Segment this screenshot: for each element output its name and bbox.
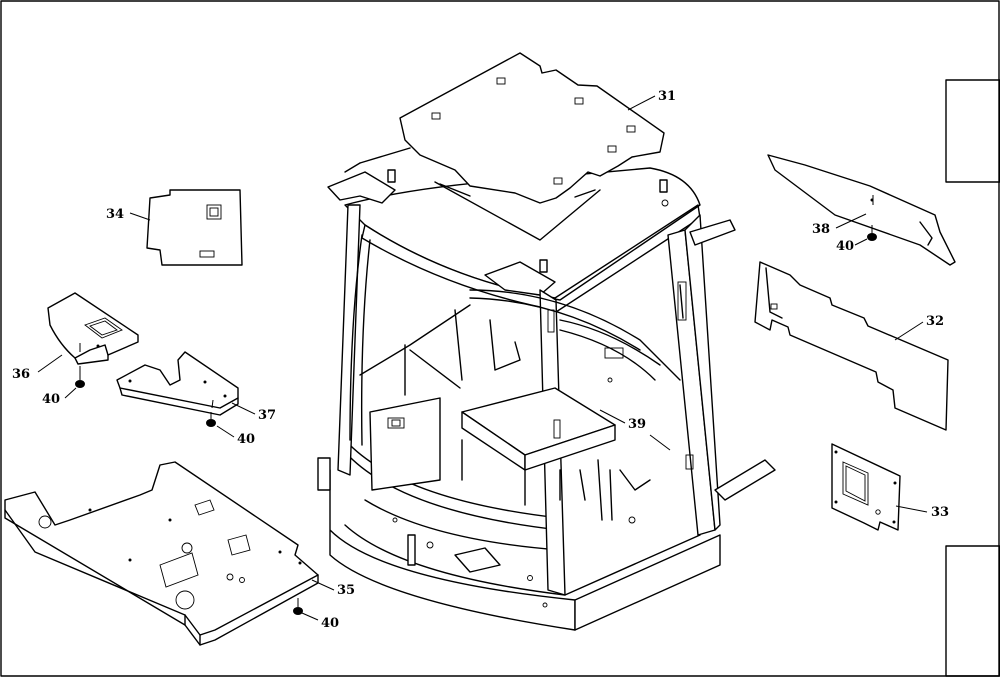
part-35-floor-plate (4, 461, 319, 646)
callout-40-floor: 40 (321, 616, 339, 631)
callout-36: 36 (12, 367, 30, 382)
callout-34: 34 (106, 207, 124, 222)
part-32-side-panel (754, 261, 949, 431)
callout-37: 37 (258, 408, 276, 423)
callout-32: 32 (926, 314, 944, 329)
callout-labels: 31 32 33 34 35 36 37 38 39 40 40 40 40 (12, 89, 949, 631)
part-36-corner-plate (47, 292, 139, 365)
bolt-markers (75, 225, 877, 615)
callout-40-corner: 40 (42, 392, 60, 407)
edge-tab-bottom (945, 545, 1000, 677)
callout-31: 31 (658, 89, 676, 104)
part-34-rear-plate (146, 189, 243, 266)
part-31-roof-panel (344, 52, 665, 204)
callout-40-strip: 40 (836, 239, 854, 254)
part-37-center-plate (116, 351, 239, 416)
cab-frame (317, 167, 776, 631)
edge-tab-top (945, 79, 1000, 183)
part-33-small-plate (831, 443, 901, 531)
callout-33: 33 (931, 505, 949, 520)
part-38-side-strip (767, 154, 956, 266)
callout-35: 35 (337, 583, 355, 598)
callout-39: 39 (628, 417, 646, 432)
leader-lines (37, 95, 928, 621)
callout-38: 38 (812, 222, 830, 237)
callout-40-center: 40 (237, 432, 255, 447)
